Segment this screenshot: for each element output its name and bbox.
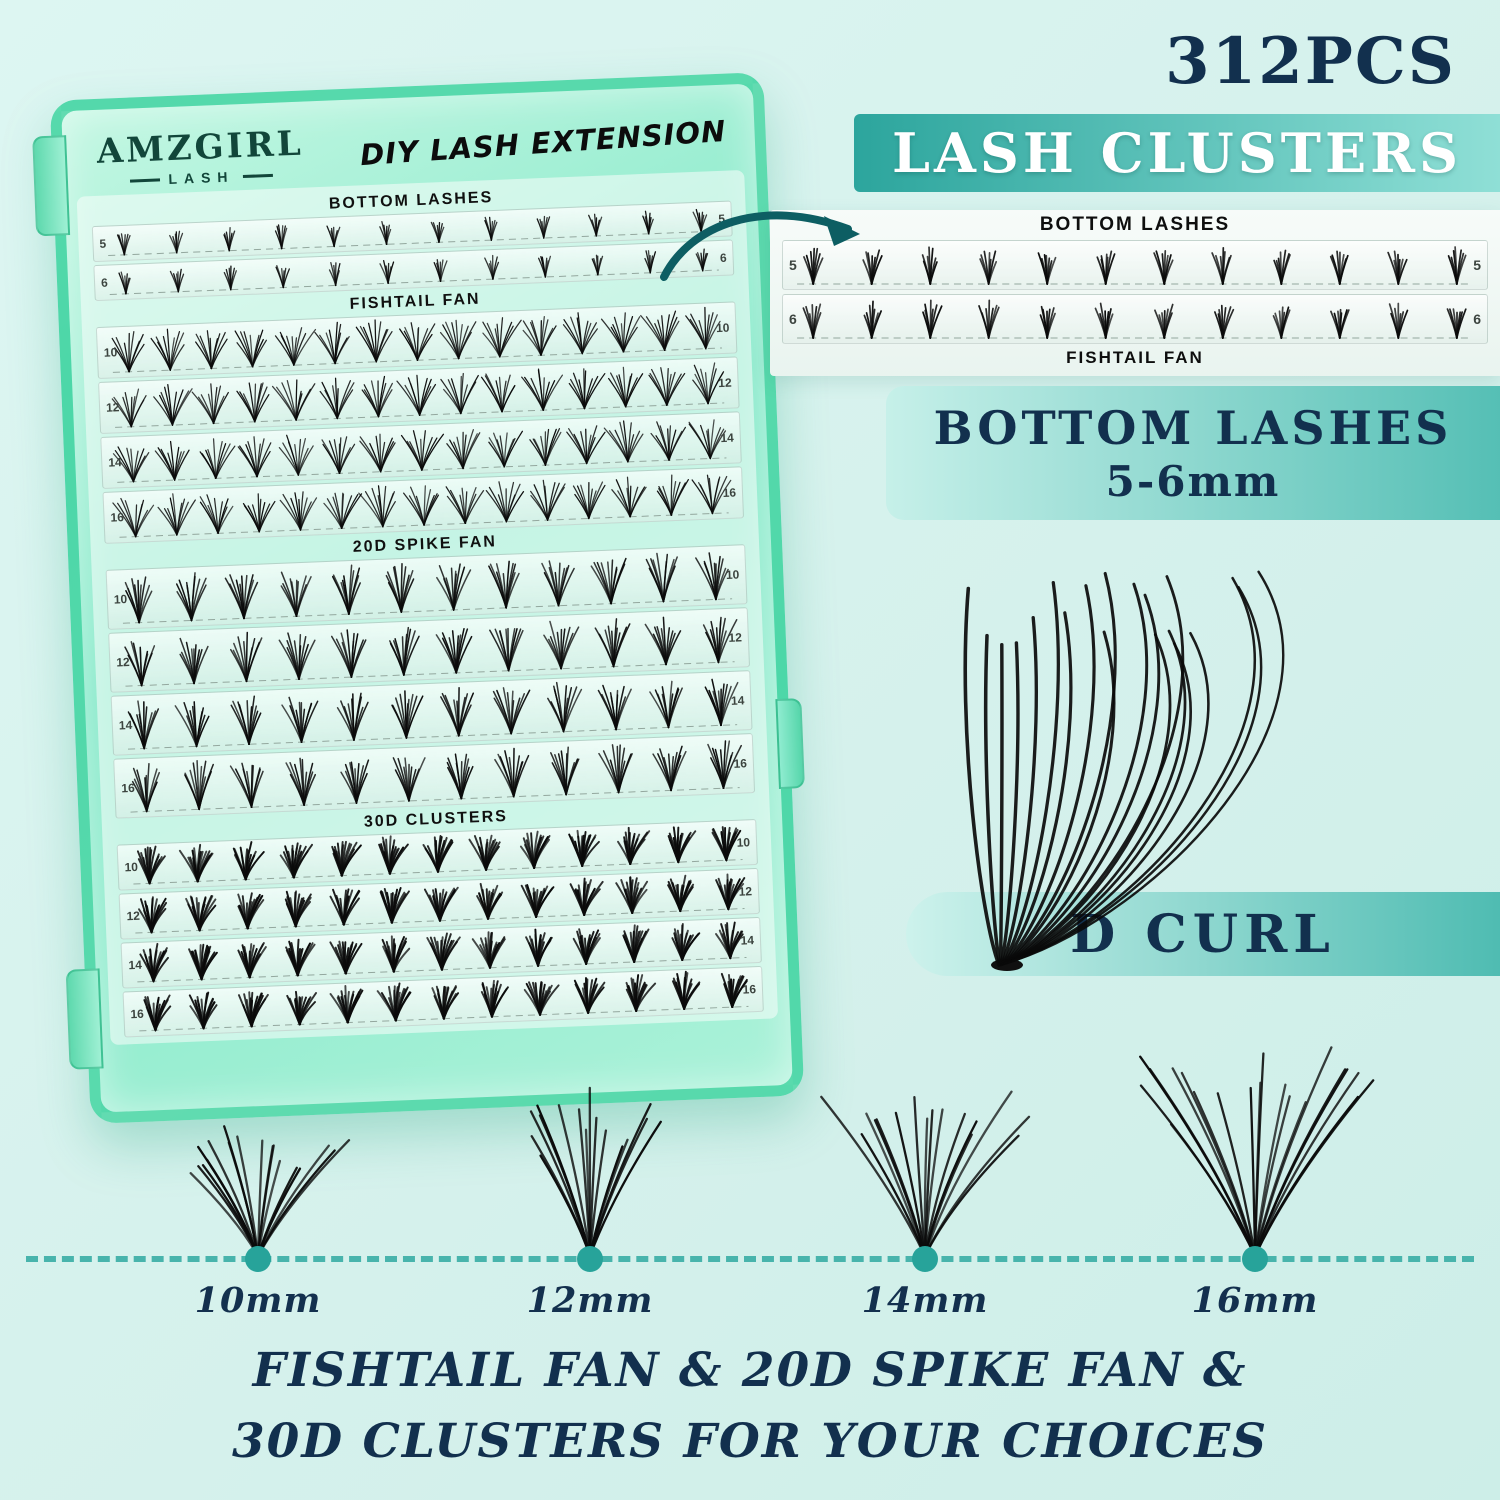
footer-text: FISHTAIL FAN & 20D SPIKE FAN & 30D CLUST… (0, 1336, 1500, 1477)
strip-size-number-left: 16 (121, 780, 136, 796)
lash-strip-art (111, 306, 723, 373)
lash-strip-art (797, 299, 1473, 339)
lash-strip-art (111, 362, 725, 428)
brand-name: AMZGIRL (96, 123, 305, 172)
lash-strip: 10 10 (116, 818, 758, 891)
banner-d-curl-label: D CURL (1070, 903, 1336, 965)
banner-bottom-lashes-title: BOTTOM LASHES (933, 400, 1453, 455)
lash-strip-art (130, 740, 742, 813)
strip-size-number-right: 12 (728, 630, 743, 645)
lash-cluster-photo (820, 1090, 1031, 1260)
strip-size-number-left: 5 (99, 236, 107, 251)
footer-line-1: FISHTAIL FAN & 20D SPIKE FAN & (252, 1343, 1248, 1398)
brand-block: AMZGIRL LASH (96, 124, 305, 190)
strip-size-number-left: 16 (130, 1006, 145, 1022)
lash-strip-art (112, 474, 732, 538)
footer-line-2: 30D CLUSTERS FOR YOUR CHOICES (231, 1413, 1269, 1469)
lash-strip: 12 12 (98, 356, 740, 434)
strip-size-number-left: 10 (124, 859, 139, 875)
strip-size-number-left: 10 (103, 345, 118, 360)
strip-size-number-right: 16 (722, 485, 737, 501)
banner-bottom-lashes-size: 5-6mm (1105, 456, 1281, 506)
d-curl-lash-art (963, 570, 1285, 971)
lash-cluster-photo (189, 1125, 351, 1260)
lash-strip: 12 12 (108, 607, 751, 693)
size-label: 10mm (194, 1280, 322, 1321)
strip-size-number-left: 16 (110, 510, 125, 525)
tray-clasp (775, 698, 805, 790)
lash-strip-art (797, 246, 1473, 285)
strip-size-number-right: 10 (736, 835, 751, 850)
piece-count-headline: 312PCS (1165, 24, 1456, 99)
strip-size-number-left: 14 (108, 455, 122, 470)
strip-size-number-right: 16 (733, 756, 748, 771)
lash-strip: 14 14 (110, 670, 753, 756)
strip-size-number-left: 12 (116, 654, 130, 670)
size-label: 14mm (861, 1280, 989, 1321)
lash-strip: 12 12 (118, 867, 760, 940)
strip-size-number-right: 12 (717, 375, 732, 391)
strip-size-number-left: 12 (126, 908, 141, 924)
lash-strip-art (133, 826, 743, 885)
arrow-doodle-icon (660, 211, 860, 281)
tray-title: DIY LASH EXTENSION (359, 113, 728, 173)
lash-cluster-photo (1139, 1046, 1375, 1260)
lash-strip: 10 10 (105, 544, 748, 630)
strip-size-number-left: 14 (118, 717, 133, 733)
strip-size-number-right: 10 (715, 320, 730, 336)
tray-hinge-bottom (65, 968, 104, 1070)
strip-size-number-left: 6 (100, 275, 109, 290)
lash-strip-art (127, 678, 739, 750)
lash-strip-art (112, 419, 727, 483)
lash-strip-art (109, 248, 719, 295)
strip-size-number-right: 14 (740, 933, 755, 948)
banner-bottom-lashes: BOTTOM LASHES 5-6mm (886, 386, 1500, 520)
strip-size-number-right: 6 (1473, 311, 1481, 327)
banner-lash-clusters: LASH CLUSTERS (854, 114, 1500, 192)
lash-strip-art (135, 873, 746, 934)
strip-size-number-right: 16 (742, 982, 757, 997)
lash-strip-art (122, 552, 733, 624)
strip-size-number-left: 5 (789, 257, 797, 273)
size-label: 12mm (526, 1280, 654, 1321)
lash-tray: AMZGIRL LASH DIY LASH EXTENSION BOTTOM L… (32, 72, 805, 1124)
strip-size-number-right: 14 (720, 430, 735, 446)
tray-hinge-top (32, 135, 71, 237)
size-label: 16mm (1191, 1280, 1319, 1321)
strip-size-number-left: 14 (128, 957, 143, 973)
inset-top-label: BOTTOM LASHES (1039, 214, 1231, 235)
lash-strip: 10 10 (95, 301, 738, 380)
strip-size-number-left: 6 (789, 311, 797, 327)
strip-size-number-right: 10 (725, 567, 740, 582)
lash-strip: 14 14 (120, 916, 762, 989)
size-timeline-dashed-line (26, 1256, 1474, 1262)
banner-d-curl: D CURL (906, 892, 1500, 976)
banner-lash-clusters-label: LASH CLUSTERS (892, 121, 1462, 185)
strip-size-number-right: 14 (730, 693, 745, 708)
strip-size-number-left: 12 (105, 400, 120, 415)
lash-strip: 14 14 (100, 411, 742, 489)
strip-size-number-right: 12 (738, 884, 753, 899)
inset-bottom-label: FISHTAIL FAN (1066, 348, 1204, 367)
strip-size-number-right: 5 (1473, 257, 1481, 273)
lash-strip-art (124, 616, 738, 687)
lash-strip-art (137, 921, 747, 983)
lash-strip-art (139, 970, 749, 1032)
lash-strip-art (108, 208, 718, 257)
strip-size-number-left: 10 (113, 592, 128, 607)
